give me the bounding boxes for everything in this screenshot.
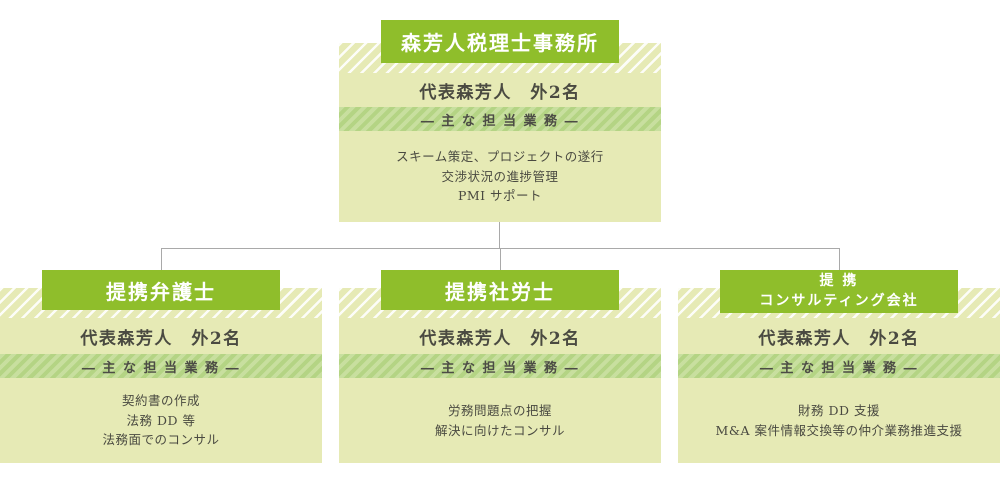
duty-item: 労務問題点の把握: [447, 403, 552, 418]
representative-label: 代表森芳人 外2名: [80, 328, 242, 349]
org-node-lawyer: 提携弁護士 代表森芳人 外2名 ― 主 な 担 当 業 務 ― 契約書の作成 法…: [0, 270, 322, 463]
duty-item: M&A 案件情報交換等の仲介業務推進支援: [715, 422, 963, 438]
node-title: 提携弁護士: [42, 270, 280, 310]
duties-list: 労務問題点の把握 解決に向けたコンサル: [339, 378, 661, 463]
connector-root-drop: [499, 222, 500, 248]
node-title: 森芳人税理士事務所: [381, 20, 619, 63]
duties-heading: ― 主 な 担 当 業 務 ―: [678, 354, 1000, 378]
org-node-labor-consultant: 提携社労士 代表森芳人 外2名 ― 主 な 担 当 業 務 ― 労務問題点の把握…: [339, 270, 661, 463]
node-title: 提携社労士: [381, 270, 619, 310]
org-node-tax-office: 森芳人税理士事務所 代表森芳人 外2名 ― 主 な 担 当 業 務 ― スキーム…: [339, 20, 661, 222]
representative-label: 代表森芳人 外2名: [758, 328, 920, 349]
duty-item: 解決に向けたコンサル: [434, 422, 565, 438]
node-body: 代表森芳人 外2名 ― 主 な 担 当 業 務 ― スキーム策定、プロジェクトの…: [339, 43, 661, 222]
duty-item: スキーム策定、プロジェクトの遂行: [396, 149, 604, 165]
duties-heading: ― 主 な 担 当 業 務 ―: [339, 107, 661, 131]
duty-item: PMI サポート: [457, 188, 543, 204]
duties-list: スキーム策定、プロジェクトの遂行 交渉状況の進捗管理 PMI サポート: [339, 131, 661, 222]
node-title: 提 携 コンサルティング会社: [720, 270, 958, 313]
duties-list: 財務 DD 支援 M&A 案件情報交換等の仲介業務推進支援: [678, 378, 1000, 463]
connector-drop-right: [839, 248, 840, 272]
node-body: 代表森芳人 外2名 ― 主 な 担 当 業 務 ― 財務 DD 支援 M&A 案…: [678, 288, 1000, 463]
node-body: 代表森芳人 外2名 ― 主 な 担 当 業 務 ― 契約書の作成 法務 DD 等…: [0, 288, 322, 463]
connector-drop-middle: [500, 248, 501, 272]
duty-item: 交渉状況の進捗管理: [441, 168, 559, 184]
duty-item: 法務 DD 等: [126, 412, 196, 428]
duty-item: 財務 DD 支援: [798, 403, 880, 418]
org-node-consulting-firm: 提 携 コンサルティング会社 代表森芳人 外2名 ― 主 な 担 当 業 務 ―…: [678, 270, 1000, 463]
representative-label: 代表森芳人 外2名: [419, 82, 581, 103]
node-body: 代表森芳人 外2名 ― 主 な 担 当 業 務 ― 労務問題点の把握 解決に向け…: [339, 288, 661, 463]
connector-drop-left: [161, 248, 162, 272]
duties-list: 契約書の作成 法務 DD 等 法務面でのコンサル: [0, 378, 322, 463]
representative-label: 代表森芳人 外2名: [419, 328, 581, 349]
duty-item: 法務面でのコンサル: [102, 432, 220, 448]
duties-heading: ― 主 な 担 当 業 務 ―: [0, 354, 322, 378]
duties-heading: ― 主 な 担 当 業 務 ―: [339, 354, 661, 378]
duty-item: 契約書の作成: [121, 393, 200, 409]
